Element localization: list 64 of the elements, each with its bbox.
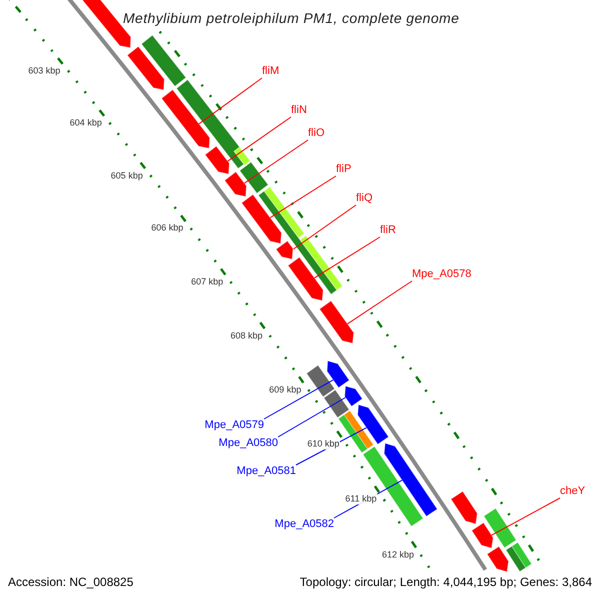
scale-label: 610 kbp xyxy=(306,438,340,450)
category-block xyxy=(344,410,374,450)
gene-label: fliP xyxy=(336,163,352,176)
scale-label: 609 kbp xyxy=(268,384,302,396)
scale-label: 603 kbp xyxy=(27,66,62,76)
diagram-title: Methylibium petroleiphilum PM1, complete genome xyxy=(123,9,460,27)
leader-line xyxy=(198,78,262,124)
gene-feature xyxy=(288,256,324,302)
scale-label: 612 kbp xyxy=(380,549,415,560)
category-block xyxy=(323,389,350,418)
category-block xyxy=(258,190,338,295)
gene-feature xyxy=(241,194,282,244)
gene-feature xyxy=(276,240,294,260)
gene-label: Mpe_A0581 xyxy=(236,465,296,478)
gene-feature xyxy=(450,490,478,524)
leader-line xyxy=(491,498,560,536)
leader-line xyxy=(292,204,356,250)
scale-label: 608 kbp xyxy=(229,330,264,341)
gene-label: Mpe_A0578 xyxy=(412,268,472,281)
scale-label: 611 kbp xyxy=(344,494,378,505)
leader-line xyxy=(264,379,334,420)
gene-feature xyxy=(384,442,438,517)
gene-label: fliO xyxy=(308,127,324,140)
gene-label: Mpe_A0582 xyxy=(274,518,334,531)
footer-text: Accession: NC_008825 xyxy=(8,574,134,590)
footer-text: Topology: circular; Length: 4,044,195 bp; Genes: 3,864 xyxy=(300,574,592,590)
gene-feature xyxy=(224,171,247,197)
category-block xyxy=(362,446,424,527)
scale-label: 604 kbp xyxy=(68,118,103,129)
gene-feature xyxy=(204,146,230,174)
leader-line xyxy=(227,116,292,162)
leader-line xyxy=(244,140,308,184)
gene-feature xyxy=(471,522,494,549)
category-block xyxy=(505,546,526,572)
gene-label: fliM xyxy=(262,65,280,78)
category-block xyxy=(176,79,244,169)
category-block xyxy=(239,162,269,194)
gene-feature xyxy=(486,546,509,572)
gene-feature xyxy=(357,404,390,445)
gene-label: cheY xyxy=(560,485,586,498)
category-block xyxy=(483,508,517,548)
leader-line xyxy=(278,397,346,438)
category-block xyxy=(140,34,186,87)
category-block xyxy=(264,186,305,238)
scale-label: 607 kbp xyxy=(190,276,224,288)
gene-feature xyxy=(126,46,165,90)
scale-label: 606 kbp xyxy=(150,222,184,234)
gene-label: fliN xyxy=(291,104,307,117)
gene-feature xyxy=(344,386,363,407)
category-block xyxy=(300,235,343,291)
leader-line xyxy=(314,236,380,278)
category-block xyxy=(233,146,251,166)
gene-feature xyxy=(319,300,354,344)
gene-label: fliQ xyxy=(356,192,372,205)
scale-label: 605 kbp xyxy=(110,170,144,182)
leader-line xyxy=(270,176,336,218)
gene-feature xyxy=(161,89,210,149)
category-block xyxy=(511,542,532,568)
category-block xyxy=(306,364,336,398)
gene-label: fliR xyxy=(380,224,396,237)
leader-line xyxy=(346,280,412,324)
gene-label: Mpe_A0580 xyxy=(218,437,278,450)
gene-label: Mpe_A0579 xyxy=(204,419,264,432)
gene-feature xyxy=(326,360,350,388)
